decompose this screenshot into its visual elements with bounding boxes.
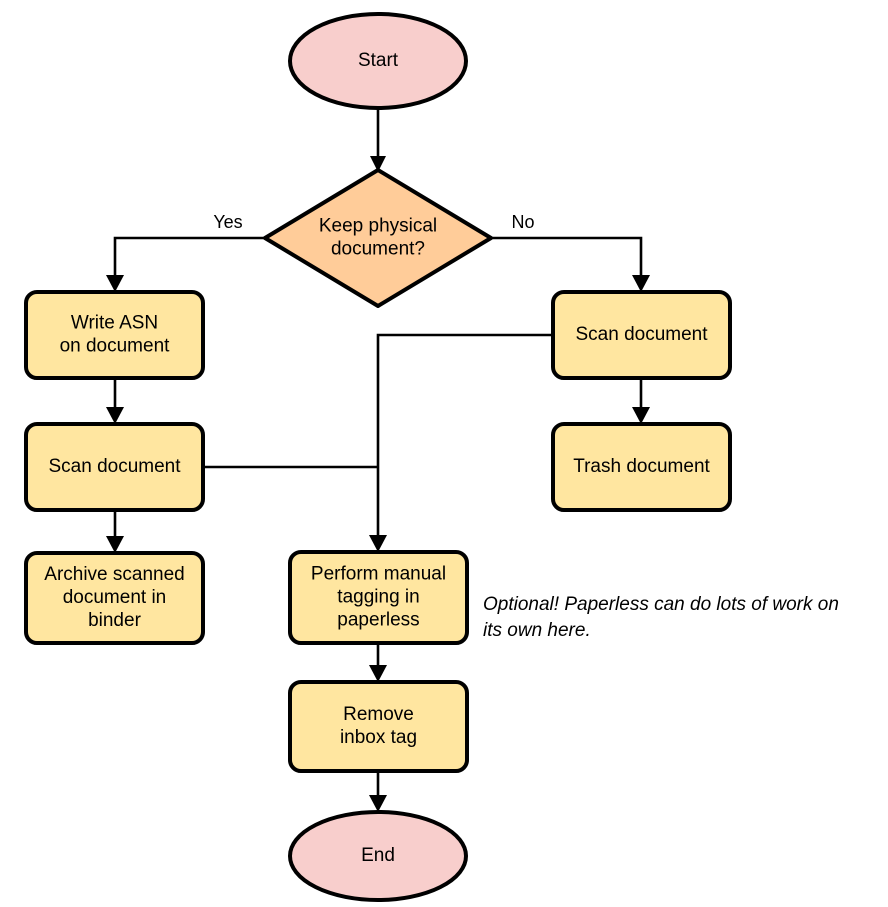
node-scan-document-left[interactable]: Scan document	[24, 422, 205, 512]
arrowhead-icon	[106, 275, 124, 292]
arrowhead-icon	[369, 665, 387, 682]
arrowhead-icon	[369, 535, 387, 552]
node-label: tagging in	[337, 587, 419, 608]
process-shape	[24, 290, 205, 380]
node-label: Scan document	[48, 456, 181, 477]
node-label: paperless	[337, 610, 419, 631]
node-label: Trash document	[573, 456, 710, 477]
process-shape	[288, 680, 469, 773]
arrowhead-icon	[632, 275, 650, 292]
node-end[interactable]: End	[288, 810, 468, 902]
arrowhead-icon	[106, 536, 124, 553]
edge-manual-tagging-to-remove-inbox-tag	[369, 643, 387, 682]
decision-shape	[263, 168, 493, 308]
edge-start-to-decision	[370, 110, 386, 172]
process-shape	[24, 422, 205, 512]
arrowhead-icon	[369, 795, 387, 812]
process-shape	[24, 551, 205, 645]
node-label: Keep physical	[319, 216, 437, 237]
edge-scan-left-to-archive	[106, 510, 124, 553]
process-shape	[288, 550, 469, 645]
node-label: document in	[63, 587, 167, 608]
node-label: Write ASN	[71, 313, 158, 334]
node-label: document?	[331, 239, 425, 260]
edge-label: Yes	[213, 212, 242, 232]
node-label: Perform manual	[311, 564, 446, 585]
edge-decision-no-to-scan-right: No	[492, 212, 650, 292]
node-label: inbox tag	[340, 727, 417, 748]
arrowhead-icon	[106, 407, 124, 424]
edge-line	[376, 333, 553, 544]
terminator-shape	[288, 12, 468, 110]
annotation-line: Optional! Paperless can do lots of work …	[483, 594, 839, 615]
arrowhead-icon	[632, 407, 650, 424]
terminator-shape	[288, 810, 468, 902]
node-label: End	[361, 845, 395, 866]
node-start[interactable]: Start	[288, 12, 468, 110]
node-label: binder	[88, 610, 141, 631]
arrowhead-icon	[370, 156, 386, 172]
edge-scan-right-to-manual-tagging	[369, 333, 553, 552]
annotation-line: its own here.	[483, 620, 591, 641]
annotation-optional-note: Optional! Paperless can do lots of work …	[483, 594, 839, 641]
node-label: Remove	[343, 704, 414, 725]
node-label: Scan document	[575, 324, 708, 345]
edge-label: No	[511, 212, 534, 232]
edge-scan-right-to-trash	[632, 378, 650, 424]
process-shape	[551, 290, 732, 380]
node-label: Start	[358, 50, 399, 71]
edge-decision-yes-to-write-asn: Yes	[106, 212, 264, 292]
edges-layer: Yes No	[106, 110, 650, 812]
edge-line	[492, 236, 643, 284]
edge-line	[113, 236, 264, 284]
edge-write-asn-to-scan-left	[106, 378, 124, 424]
node-trash-document[interactable]: Trash document	[551, 422, 732, 512]
process-shape	[551, 422, 732, 512]
annotations-layer: Optional! Paperless can do lots of work …	[483, 594, 839, 641]
node-label: Archive scanned	[44, 564, 184, 585]
node-scan-document-right[interactable]: Scan document	[551, 290, 732, 380]
node-label: on document	[60, 336, 171, 357]
edge-remove-inbox-tag-to-end	[369, 771, 387, 812]
